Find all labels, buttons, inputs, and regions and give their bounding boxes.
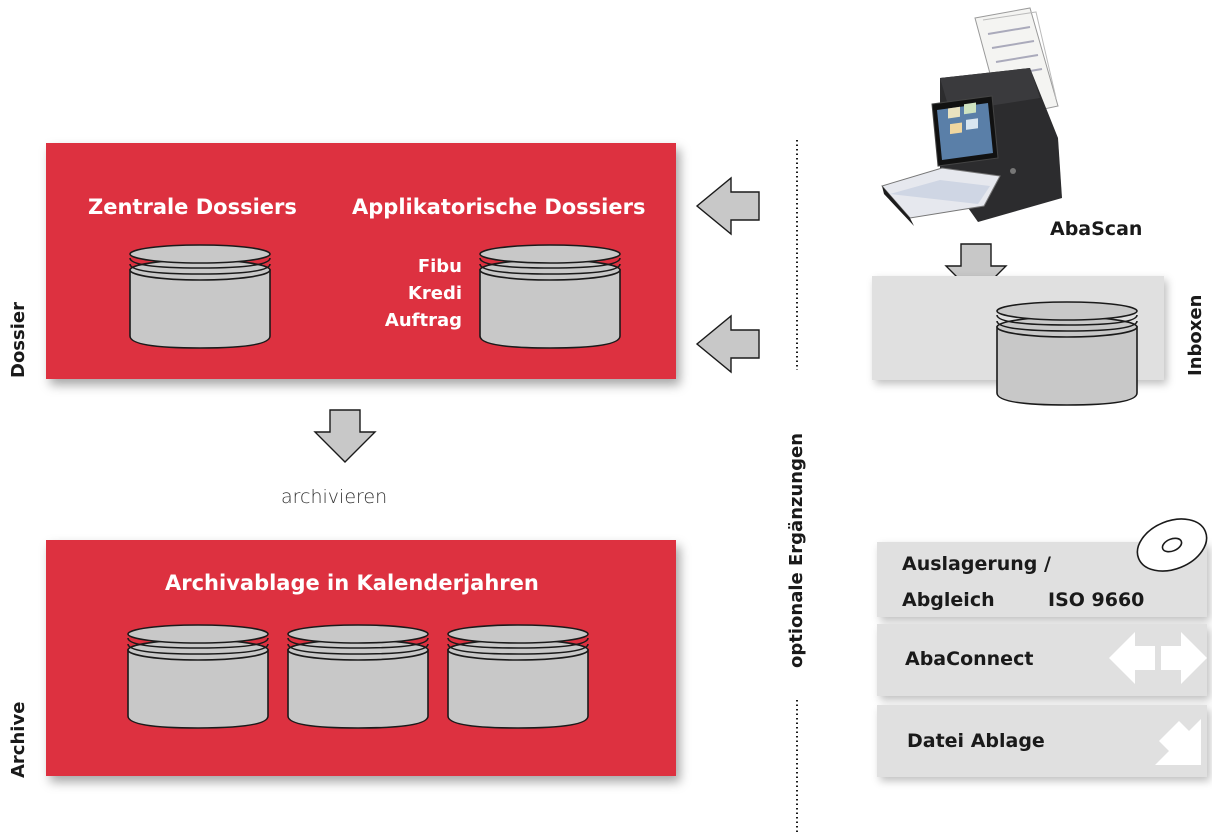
datei-ablage-label: Datei Ablage <box>907 730 1045 752</box>
app-dossiers-title: Applikatorische Dossiers <box>352 195 646 219</box>
double-arrow-icon <box>1109 632 1207 684</box>
auslagerung-line2a: Abgleich <box>902 589 995 611</box>
app-item-kredi: Kredi <box>407 283 462 304</box>
archive-title: Archivablage in Kalenderjahren <box>165 571 539 595</box>
diagonal-arrow-icon <box>1155 719 1201 765</box>
archivieren-label: archivieren <box>281 486 388 508</box>
app-database-icon <box>479 244 621 349</box>
arrow-left-icon-top <box>696 177 760 235</box>
archive-database-icon-3 <box>447 624 589 729</box>
datei-ablage-box <box>877 705 1207 777</box>
abaconnect-label: AbaConnect <box>905 648 1034 670</box>
divider-dotted-bottom <box>796 700 798 835</box>
central-database-icon <box>129 244 271 349</box>
inbox-database-icon <box>996 301 1138 406</box>
archive-database-icon-2 <box>287 624 429 729</box>
dossier-side-label: Dossier <box>8 302 29 378</box>
archive-arrow-down-icon <box>314 409 376 463</box>
app-item-auftrag: Auftrag <box>384 310 462 331</box>
optional-label: optionale Ergänzungen <box>786 432 807 668</box>
abascan-label: AbaScan <box>1050 218 1143 240</box>
scanner-icon <box>881 7 1062 226</box>
central-dossiers-title: Zentrale Dossiers <box>88 195 297 219</box>
divider-dotted-top <box>796 140 798 370</box>
archive-database-icon-1 <box>127 624 269 729</box>
auslagerung-line2b: ISO 9660 <box>1048 589 1145 611</box>
app-item-fibu: Fibu <box>417 256 462 277</box>
disc-icon <box>1136 518 1208 572</box>
auslagerung-line1: Auslagerung / <box>902 553 1051 575</box>
inbox-side-label: Inboxen <box>1185 294 1206 376</box>
arrow-left-icon-bottom <box>696 315 760 373</box>
archive-side-label: Archive <box>8 701 29 778</box>
